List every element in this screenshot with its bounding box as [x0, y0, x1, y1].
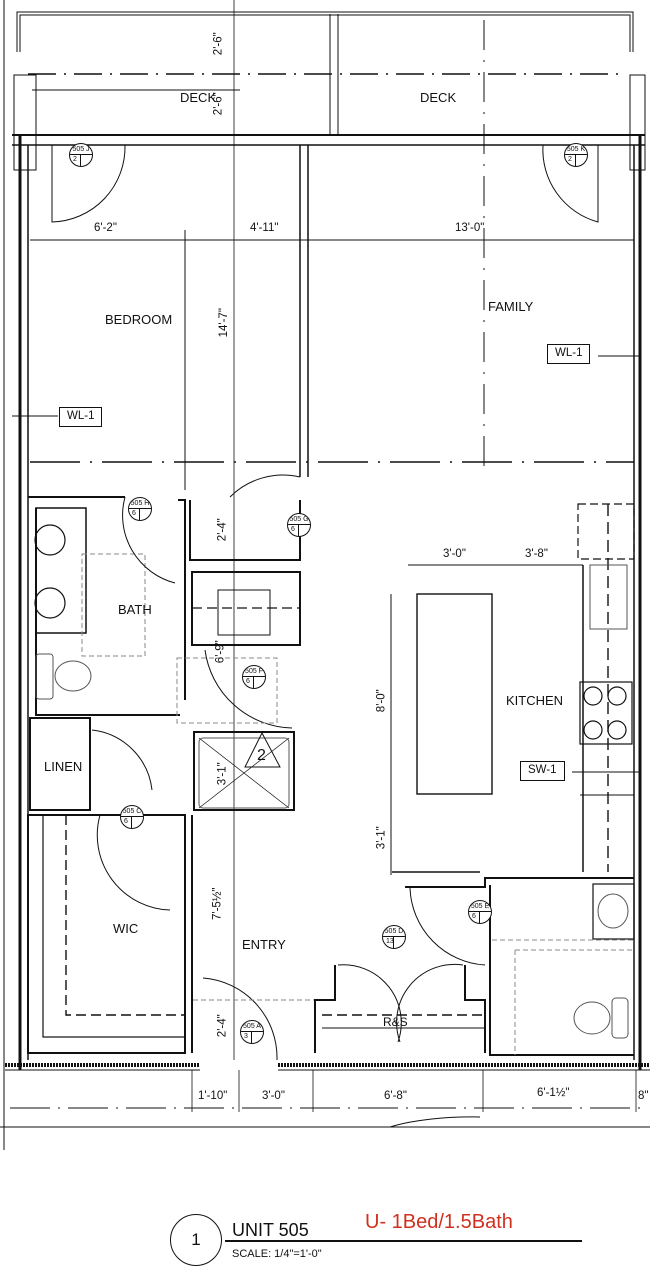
- dim-top-2: 4'-11": [250, 222, 279, 234]
- dim-bottom-3: 6'-8": [384, 1090, 407, 1102]
- room-label-bath: BATH: [118, 602, 152, 617]
- room-label-wic: WIC: [113, 921, 139, 936]
- drawing-number: 1: [170, 1214, 222, 1266]
- dim-island-8-0: 8'-0": [375, 689, 388, 713]
- floor-plan-drawing: [0, 0, 650, 1150]
- wall-tag-wl1-right: WL-1: [547, 344, 591, 364]
- dim-entry-7-5: 7'-5½": [211, 887, 224, 921]
- room-label-entry: ENTRY: [242, 937, 286, 952]
- room-label-deck-left: DECK: [180, 90, 217, 105]
- dim-closet-6-9: 6'-9": [214, 640, 227, 664]
- unit-type-label: U- 1Bed/1.5Bath: [365, 1211, 513, 1233]
- dim-bottom-4: 6'-1½": [537, 1087, 570, 1099]
- unit-title: UNIT 505: [232, 1220, 309, 1240]
- room-label-linen: LINEN: [44, 759, 83, 774]
- dim-hall-2-4: 2'-4": [216, 518, 229, 542]
- dim-shower-3-1: 3'-1": [216, 762, 229, 786]
- dim-bottom-5: 8": [638, 1090, 649, 1102]
- revision-number: 2: [257, 747, 266, 764]
- room-label-bedroom: BEDROOM: [105, 312, 173, 327]
- dim-entry-2-4: 2'-4": [216, 1014, 229, 1038]
- drawing-title-block: 1 UNIT 505 SCALE: 1/4"=1'-0" U- 1Bed/1.5…: [170, 1208, 582, 1268]
- dim-kitchen-3-8: 3'-8": [525, 548, 548, 560]
- room-label-family: FAMILY: [488, 299, 534, 314]
- wall-tag-wl1-left: WL-1: [59, 407, 103, 427]
- scale-text: SCALE: 1/4"=1'-0": [232, 1248, 322, 1260]
- room-label-rs: R&S: [383, 1015, 408, 1029]
- dim-top-1: 6'-2": [94, 222, 117, 234]
- dim-deck-depth-1: 2'-6": [212, 32, 225, 56]
- dim-bottom-1: 1'-10": [198, 1090, 228, 1102]
- title-underline: [225, 1240, 582, 1242]
- room-label-kitchen: KITCHEN: [506, 693, 564, 708]
- dim-bedroom-depth: 14'-7": [217, 308, 230, 338]
- room-label-deck-right: DECK: [420, 90, 457, 105]
- dim-island-3-1: 3'-1": [375, 826, 388, 850]
- dim-bottom-2: 3'-0": [262, 1090, 285, 1102]
- dim-kitchen-3-0: 3'-0": [443, 548, 466, 560]
- wall-tag-sw1: SW-1: [520, 761, 565, 781]
- dim-deck-depth-2: 2'-6": [212, 92, 225, 116]
- dim-top-3: 13'-0": [455, 222, 485, 234]
